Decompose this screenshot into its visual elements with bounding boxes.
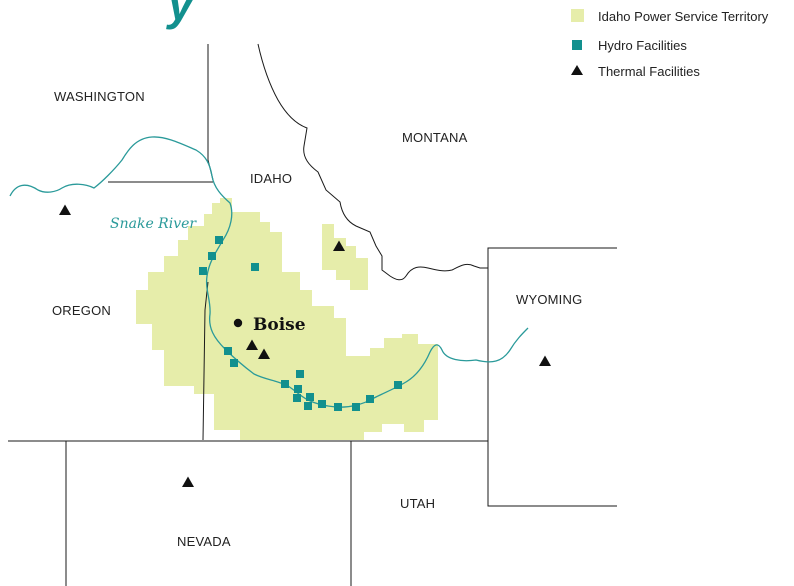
state-label-oregon: OREGON [52,303,111,318]
hydro-facility-marker-11 [306,393,314,401]
hydro-facility-marker-7 [281,380,289,388]
thermal-facility-marker-4 [258,348,270,359]
hydro-facility-marker-17 [394,381,402,389]
hydro-facility-marker-15 [352,403,360,411]
border-wyoming [487,247,617,507]
hydro-facility-marker-9 [294,385,302,393]
hydro-facility-marker-16 [366,395,374,403]
legend-hydro-label: Hydro Facilities [598,38,687,53]
legend-territory-swatch [571,9,584,22]
boise-city-dot [233,318,243,328]
thermal-facility-marker-2 [333,240,345,251]
legend-hydro-square-icon [572,40,582,50]
legend-thermal-label: Thermal Facilities [598,64,700,79]
snake-river-label: Snake River [110,216,197,232]
hydro-facility-marker-1 [215,236,223,244]
hydro-facility-marker-8 [296,370,304,378]
map-legend: Idaho Power Service Territory Hydro Faci… [571,9,769,79]
thermal-facility-marker-6 [182,476,194,487]
state-label-idaho: IDAHO [250,171,292,186]
state-label-washington: WASHINGTON [54,89,145,104]
thermal-facilities [59,204,551,487]
state-label-utah: UTAH [400,496,435,511]
title-fragment: y [166,0,196,30]
thermal-facility-marker-3 [246,339,258,350]
legend-territory-label: Idaho Power Service Territory [598,9,769,24]
hydro-facilities [199,236,402,411]
hydro-facility-marker-3 [199,267,207,275]
hydro-facility-marker-4 [251,263,259,271]
hydro-facility-marker-10 [293,394,301,402]
border-idaho-west-north [207,44,214,181]
snake-river-line [9,136,529,408]
thermal-facility-marker-5 [539,355,551,366]
hydro-facility-marker-6 [230,359,238,367]
legend-thermal-triangle-icon [571,65,583,75]
hydro-facility-marker-13 [318,400,326,408]
state-label-wyoming: WYOMING [516,292,582,307]
state-label-montana: MONTANA [402,130,468,145]
hydro-facility-marker-12 [304,402,312,410]
hydro-facility-marker-5 [224,347,232,355]
boise-label: Boise [253,315,306,335]
hydro-facility-marker-2 [208,252,216,260]
thermal-facility-marker-1 [59,204,71,215]
state-label-nevada: NEVADA [177,534,231,549]
territory-eastern-region [322,224,368,290]
border-idaho-montana [257,43,488,281]
hydro-facility-marker-14 [334,403,342,411]
